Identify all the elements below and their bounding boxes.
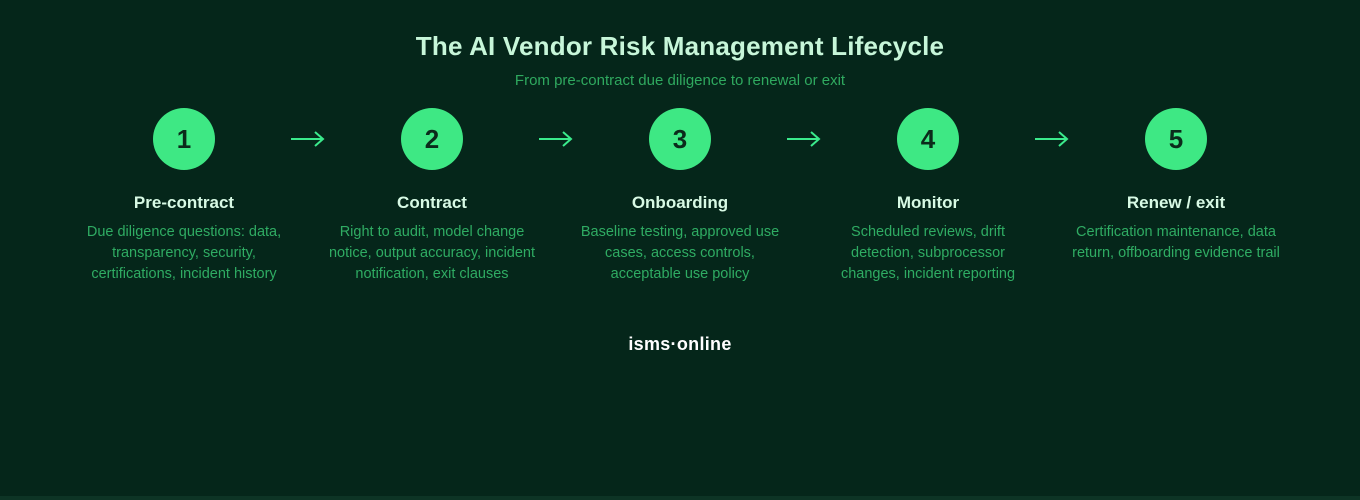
step-1-circle: 1 (153, 108, 215, 170)
step-2-description: Right to audit, model change notice, out… (328, 224, 536, 282)
step-pre-contract: 1 Pre-contract Due diligence questions: … (79, 108, 289, 285)
arrow-3 (785, 108, 823, 170)
step-5-circle: 5 (1145, 108, 1207, 170)
step-4-circle: 4 (897, 108, 959, 170)
isms-online-logo: isms·online (628, 334, 732, 354)
step-2-circle: 2 (401, 108, 463, 170)
step-3-description: Baseline testing, approved use cases, ac… (580, 224, 780, 282)
right-arrow-icon (539, 131, 573, 147)
step-3-number: 3 (672, 123, 688, 154)
step-5-description: Certification maintenance, data return, … (1072, 224, 1280, 261)
page-title: The AI Vendor Risk Management Lifecycle (415, 31, 945, 61)
lifecycle-steps-row: 1 Pre-contract Due diligence questions: … (79, 108, 1281, 285)
arrow-2 (537, 108, 575, 170)
step-renew-exit: 5 Renew / exit Certification maintenance… (1071, 108, 1281, 264)
step-5-number: 5 (1168, 123, 1184, 154)
step-4-description: Scheduled reviews, drift detection, subp… (840, 224, 1016, 282)
bottom-accent-bar (0, 496, 1360, 500)
step-monitor: 4 Monitor Scheduled reviews, drift detec… (823, 108, 1033, 285)
step-onboarding: 3 Onboarding Baseline testing, approved … (575, 108, 785, 285)
header: The AI Vendor Risk Management Lifecycle … (0, 30, 1360, 89)
step-3-circle: 3 (649, 108, 711, 170)
arrow-1 (289, 108, 327, 170)
step-2-number: 2 (424, 123, 440, 154)
step-contract: 2 Contract Right to audit, model change … (327, 108, 537, 285)
step-1-description: Due diligence questions: data, transpare… (86, 224, 282, 282)
step-3-title: Onboarding (631, 193, 729, 212)
step-4-title: Monitor (896, 193, 960, 212)
arrow-4 (1033, 108, 1071, 170)
page-subtitle: From pre-contract due diligence to renew… (514, 71, 846, 89)
step-5-title: Renew / exit (1126, 193, 1226, 212)
step-1-number: 1 (176, 123, 192, 154)
right-arrow-icon (291, 131, 325, 147)
step-2-title: Contract (397, 193, 467, 212)
right-arrow-icon (787, 131, 821, 147)
right-arrow-icon (1035, 131, 1069, 147)
step-1-title: Pre-contract (133, 193, 235, 212)
step-4-number: 4 (920, 123, 936, 154)
